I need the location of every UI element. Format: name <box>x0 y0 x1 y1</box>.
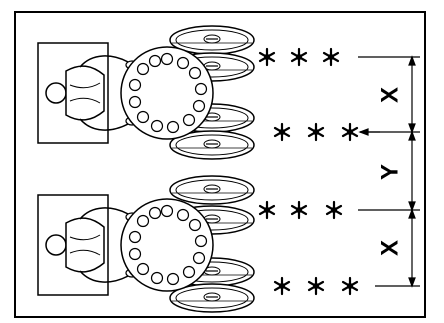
dimension-x-upper-label: X <box>377 87 404 103</box>
dimension-x-lower-label: X <box>377 240 404 256</box>
dimension-y-label: Y <box>377 164 404 180</box>
upper-seed-disc-hopper <box>120 46 214 140</box>
lower-seed-disc-hopper <box>120 198 214 292</box>
lower-wheel-top-a <box>169 175 255 205</box>
dimension-lines <box>358 55 420 288</box>
